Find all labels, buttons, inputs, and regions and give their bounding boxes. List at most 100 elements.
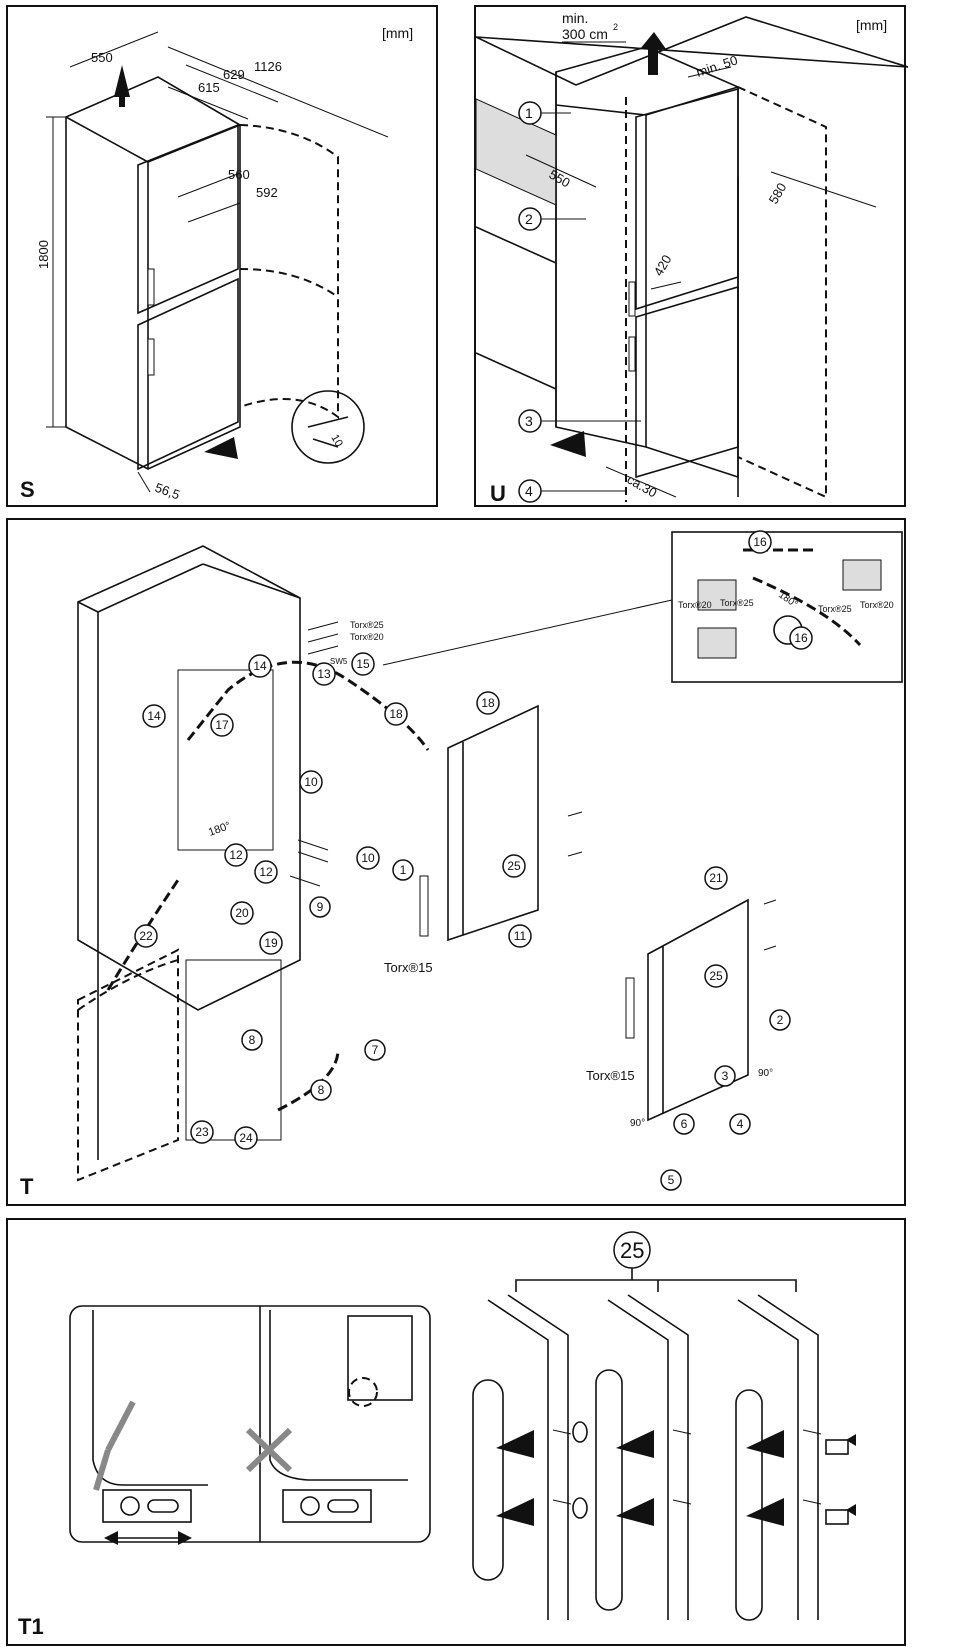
step-10-callout: 10 <box>356 846 380 870</box>
svg-text:20: 20 <box>235 906 249 920</box>
inset-torx25-a: Torx®25 <box>720 598 754 608</box>
min-area-superscript: 2 <box>613 22 618 32</box>
hinge-cover-detail: 25 <box>69 1231 856 1621</box>
callout-3: 3 <box>518 409 641 433</box>
dim-550: 550 <box>91 50 113 65</box>
step-22-callout: 22 <box>134 924 158 948</box>
alignment-detail-box <box>69 1305 431 1543</box>
inset-torx20-a: Torx®20 <box>678 600 712 610</box>
svg-text:4: 4 <box>737 1117 744 1131</box>
dim-615: 615 <box>198 80 220 95</box>
upper-door <box>137 123 239 315</box>
dim-56-5: 56,5 <box>153 480 182 503</box>
lower-door <box>137 277 239 471</box>
min-50-label: min. 50 <box>694 52 739 79</box>
inset-torx25-b: Torx®25 <box>818 604 852 614</box>
step-18-callout: 18 <box>384 702 408 726</box>
niche-upper-door <box>635 87 739 311</box>
lower-handle <box>147 338 155 376</box>
svg-text:9: 9 <box>317 900 324 914</box>
lower-door-dashed <box>77 948 179 1182</box>
svg-text:25: 25 <box>709 969 723 983</box>
svg-text:1: 1 <box>525 105 533 121</box>
svg-text:19: 19 <box>264 936 278 950</box>
svg-text:7: 7 <box>372 1043 379 1057</box>
svg-text:23: 23 <box>195 1125 209 1139</box>
svg-text:18: 18 <box>481 696 495 710</box>
step-12-callout: 12 <box>254 860 278 884</box>
step-8-callout: 8 <box>241 1029 263 1051</box>
svg-text:16: 16 <box>794 631 808 645</box>
sw5-label: SW5 <box>330 657 348 666</box>
panel-label: T1 <box>18 1614 44 1639</box>
min-area-label: min. <box>562 10 588 26</box>
callout-1: 1 <box>518 101 571 125</box>
cabinet-top <box>476 16 908 86</box>
svg-text:3: 3 <box>525 413 533 429</box>
step-25-callout: 25 <box>704 964 728 988</box>
checkmark-icon <box>93 1400 136 1491</box>
detached-lower-door <box>647 898 749 1122</box>
step-12-callout: 12 <box>224 843 248 867</box>
fridge-dimensions-drawing: 550 629 1126 615 560 592 1800 56,5 10 <box>36 31 389 503</box>
svg-text:21: 21 <box>709 871 723 885</box>
upper-handle <box>147 268 155 306</box>
step-9-callout: 9 <box>309 896 331 918</box>
panel-label: S <box>20 477 35 502</box>
niche-dashed-outline <box>737 86 827 499</box>
step-4-callout: 4 <box>729 1113 751 1135</box>
step-5-callout: 5 <box>660 1169 682 1191</box>
step-25-number: 25 <box>620 1238 644 1263</box>
dim-560: 560 <box>228 167 250 182</box>
svg-text:15: 15 <box>356 657 370 671</box>
upper-door-handle <box>419 875 429 937</box>
rotation-180: 180° <box>207 820 232 839</box>
svg-text:12: 12 <box>259 865 273 879</box>
panel-u: [mm] U 1 2 3 4 min. 3 <box>474 5 908 507</box>
panel-label: T <box>20 1174 34 1199</box>
step-17-callout: 17 <box>210 713 234 737</box>
step-25-callout: 25 <box>502 854 526 878</box>
cross-icon <box>245 1427 293 1473</box>
dim-1126: 1126 <box>254 59 282 74</box>
detached-upper-door <box>447 704 539 942</box>
svg-text:11: 11 <box>514 929 527 943</box>
built-in-niche-drawing: 1 2 3 4 min. 300 cm 2 min. 50 550 580 42… <box>476 10 908 503</box>
svg-text:2: 2 <box>777 1013 784 1027</box>
step-3-callout: 3 <box>714 1065 736 1087</box>
step-8-callout: 8 <box>310 1079 332 1101</box>
svg-text:1: 1 <box>400 863 407 877</box>
torx25-label: Torx®25 <box>350 620 384 630</box>
torx15-lower-label: Torx®15 <box>586 1068 635 1083</box>
step-25-callout <box>613 1231 651 1269</box>
door-reversal-exploded-view: 1234567889101011121213141415161617181819… <box>77 530 903 1191</box>
svg-text:14: 14 <box>253 659 267 673</box>
panel-s: [mm] S 550 629 1126 <box>6 5 438 507</box>
svg-text:18: 18 <box>389 707 403 721</box>
svg-text:6: 6 <box>681 1117 688 1131</box>
svg-text:12: 12 <box>229 848 243 862</box>
panel-label: U <box>490 481 506 506</box>
ventilation-out-arrow <box>640 32 666 75</box>
step-7-callout: 7 <box>364 1039 386 1061</box>
step-10-callout: 10 <box>299 770 323 794</box>
svg-text:5: 5 <box>668 1173 675 1187</box>
step-13-callout: 13 <box>312 662 336 686</box>
callout-4: 4 <box>518 479 626 503</box>
dim-629: 629 <box>223 67 245 82</box>
air-out-arrow <box>114 65 130 97</box>
step-1-callout: 1 <box>392 859 414 881</box>
shaded-panel <box>476 98 557 206</box>
step-23-callout: 23 <box>190 1120 214 1144</box>
step-21-callout: 21 <box>704 866 728 890</box>
step-24-callout: 24 <box>234 1126 258 1150</box>
step-16-callout: 16 <box>748 530 772 554</box>
inset-detail-box <box>671 531 903 683</box>
svg-text:14: 14 <box>147 709 161 723</box>
dim-592: 592 <box>256 185 278 200</box>
svg-text:8: 8 <box>318 1083 325 1097</box>
step-2-callout: 2 <box>769 1009 791 1031</box>
press-arrow <box>496 1430 534 1526</box>
step-11-callout: 11 <box>508 924 532 948</box>
